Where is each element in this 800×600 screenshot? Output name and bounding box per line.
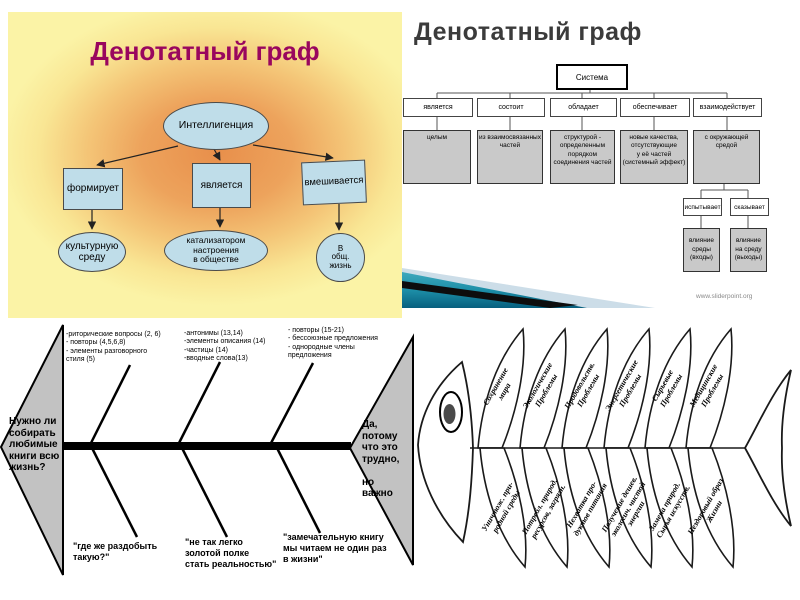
fish-top-fin-3 [561, 327, 609, 449]
tr-value-box-4: новые качества, отсутствующие у её часте… [620, 130, 688, 184]
fish-bottom-fin-1 [479, 447, 527, 569]
slide-top-right: Денотатный граф [402, 0, 800, 310]
fish-fins [477, 327, 735, 569]
fishbone-head-text: Нужно ли собирать любимые книги всю жизн… [9, 416, 60, 473]
swoosh-black-stripe [402, 281, 578, 308]
tl-obj1-ellipse: культурную среду [58, 232, 126, 272]
tl-root-node: Интеллигенция [163, 102, 269, 150]
tr-verb-box-3: обладает [550, 98, 617, 117]
tl-arrows-svg [87, 144, 344, 231]
tr-sub-verb-box-1: испытывает [683, 198, 722, 216]
tr-value-box-3: структурой - определенным порядком соеди… [550, 130, 615, 184]
fish-top-fin-5 [644, 327, 692, 449]
fish-head [417, 360, 474, 544]
tr-value-box-1: целым [403, 130, 471, 184]
fish-svg [417, 327, 792, 569]
tl-verb3-box: вмешивается [301, 159, 367, 206]
tr-sub-verb-box-2: сказывает [730, 198, 769, 216]
tr-sub-value-box-1: влияние среды (входы) [683, 228, 720, 272]
fishbone-top-cause-3: - повторы (15-21) - бессоюзные предложен… [288, 327, 378, 360]
tr-value-box-5: с окружающей средой [693, 130, 760, 184]
fish-bottom-fin-6 [687, 447, 735, 569]
tr-verb-box-1: является [403, 98, 473, 117]
fishbone-tail-text: Да, потому что это трудно, но важно [362, 419, 400, 499]
tr-verb-box-4: обеспечивает [620, 98, 690, 117]
tl-arrow-lines [87, 144, 344, 231]
tr-verb-box-5: взаимодействует [693, 98, 762, 117]
tr-value-box-2: из взаимосвязанных частей [477, 130, 543, 184]
fishbone-top-cause-1: -риторические вопросы (2, 6) - повторы (… [66, 331, 161, 364]
fishbone-ribs [88, 361, 322, 538]
slide-tr-title: Денотатный граф [414, 18, 642, 46]
arrow-root-to-verb3 [252, 144, 334, 161]
fishbone-svg [0, 324, 414, 576]
fish-top-fin-2 [519, 327, 567, 449]
swoosh-teal-wedge [402, 272, 587, 308]
arrow-root-to-verb2 [212, 148, 221, 161]
fish-bottom-fin-3 [563, 447, 611, 569]
fishbone-bottom-cause-1: "где же раздобыть такую?" [73, 541, 158, 562]
tl-verb2-box: является [192, 163, 251, 208]
tl-obj2-ellipse: катализатором настроения в обществе [164, 230, 268, 271]
fishbone-bottom-cause-2: "не так легко золотой полке стать реальн… [185, 537, 277, 569]
tl-obj3-circle: В общ. жизнь [316, 233, 365, 282]
fish-top-fin-4 [603, 327, 651, 449]
slide-tl-title: Денотатный граф [90, 36, 320, 66]
fishbone-bottom-cause-3: "замечательную книгу мы читаем не один р… [283, 532, 387, 564]
watermark-text: www.sliderpoint.org [696, 293, 753, 300]
tr-verb-box-2: состоит [477, 98, 545, 117]
fishbone-tail-triangle [348, 333, 414, 566]
fish-tail [743, 369, 792, 527]
arrow-root-to-verb1 [96, 145, 179, 168]
fish-bottom-fin-4 [605, 447, 653, 569]
tr-swoosh-svg [402, 268, 655, 308]
fish-eye-pupil [443, 404, 456, 424]
fish-bottom-fin-5 [646, 447, 694, 569]
tr-sub-value-box-2: влияние на среду (выходы) [730, 228, 767, 272]
tr-root-box: Система [556, 64, 628, 90]
fishbone-top-cause-2: -антонимы (13,14) -элементы описания (14… [184, 330, 266, 363]
tl-verb1-box: формирует [63, 168, 123, 210]
fish-bottom-fin-2 [521, 447, 569, 569]
slide-top-left: Денотатный граф Интеллигенция формирует … [8, 12, 402, 318]
fish-top-fin-1 [477, 327, 525, 449]
fish-top-fin-6 [685, 327, 733, 449]
